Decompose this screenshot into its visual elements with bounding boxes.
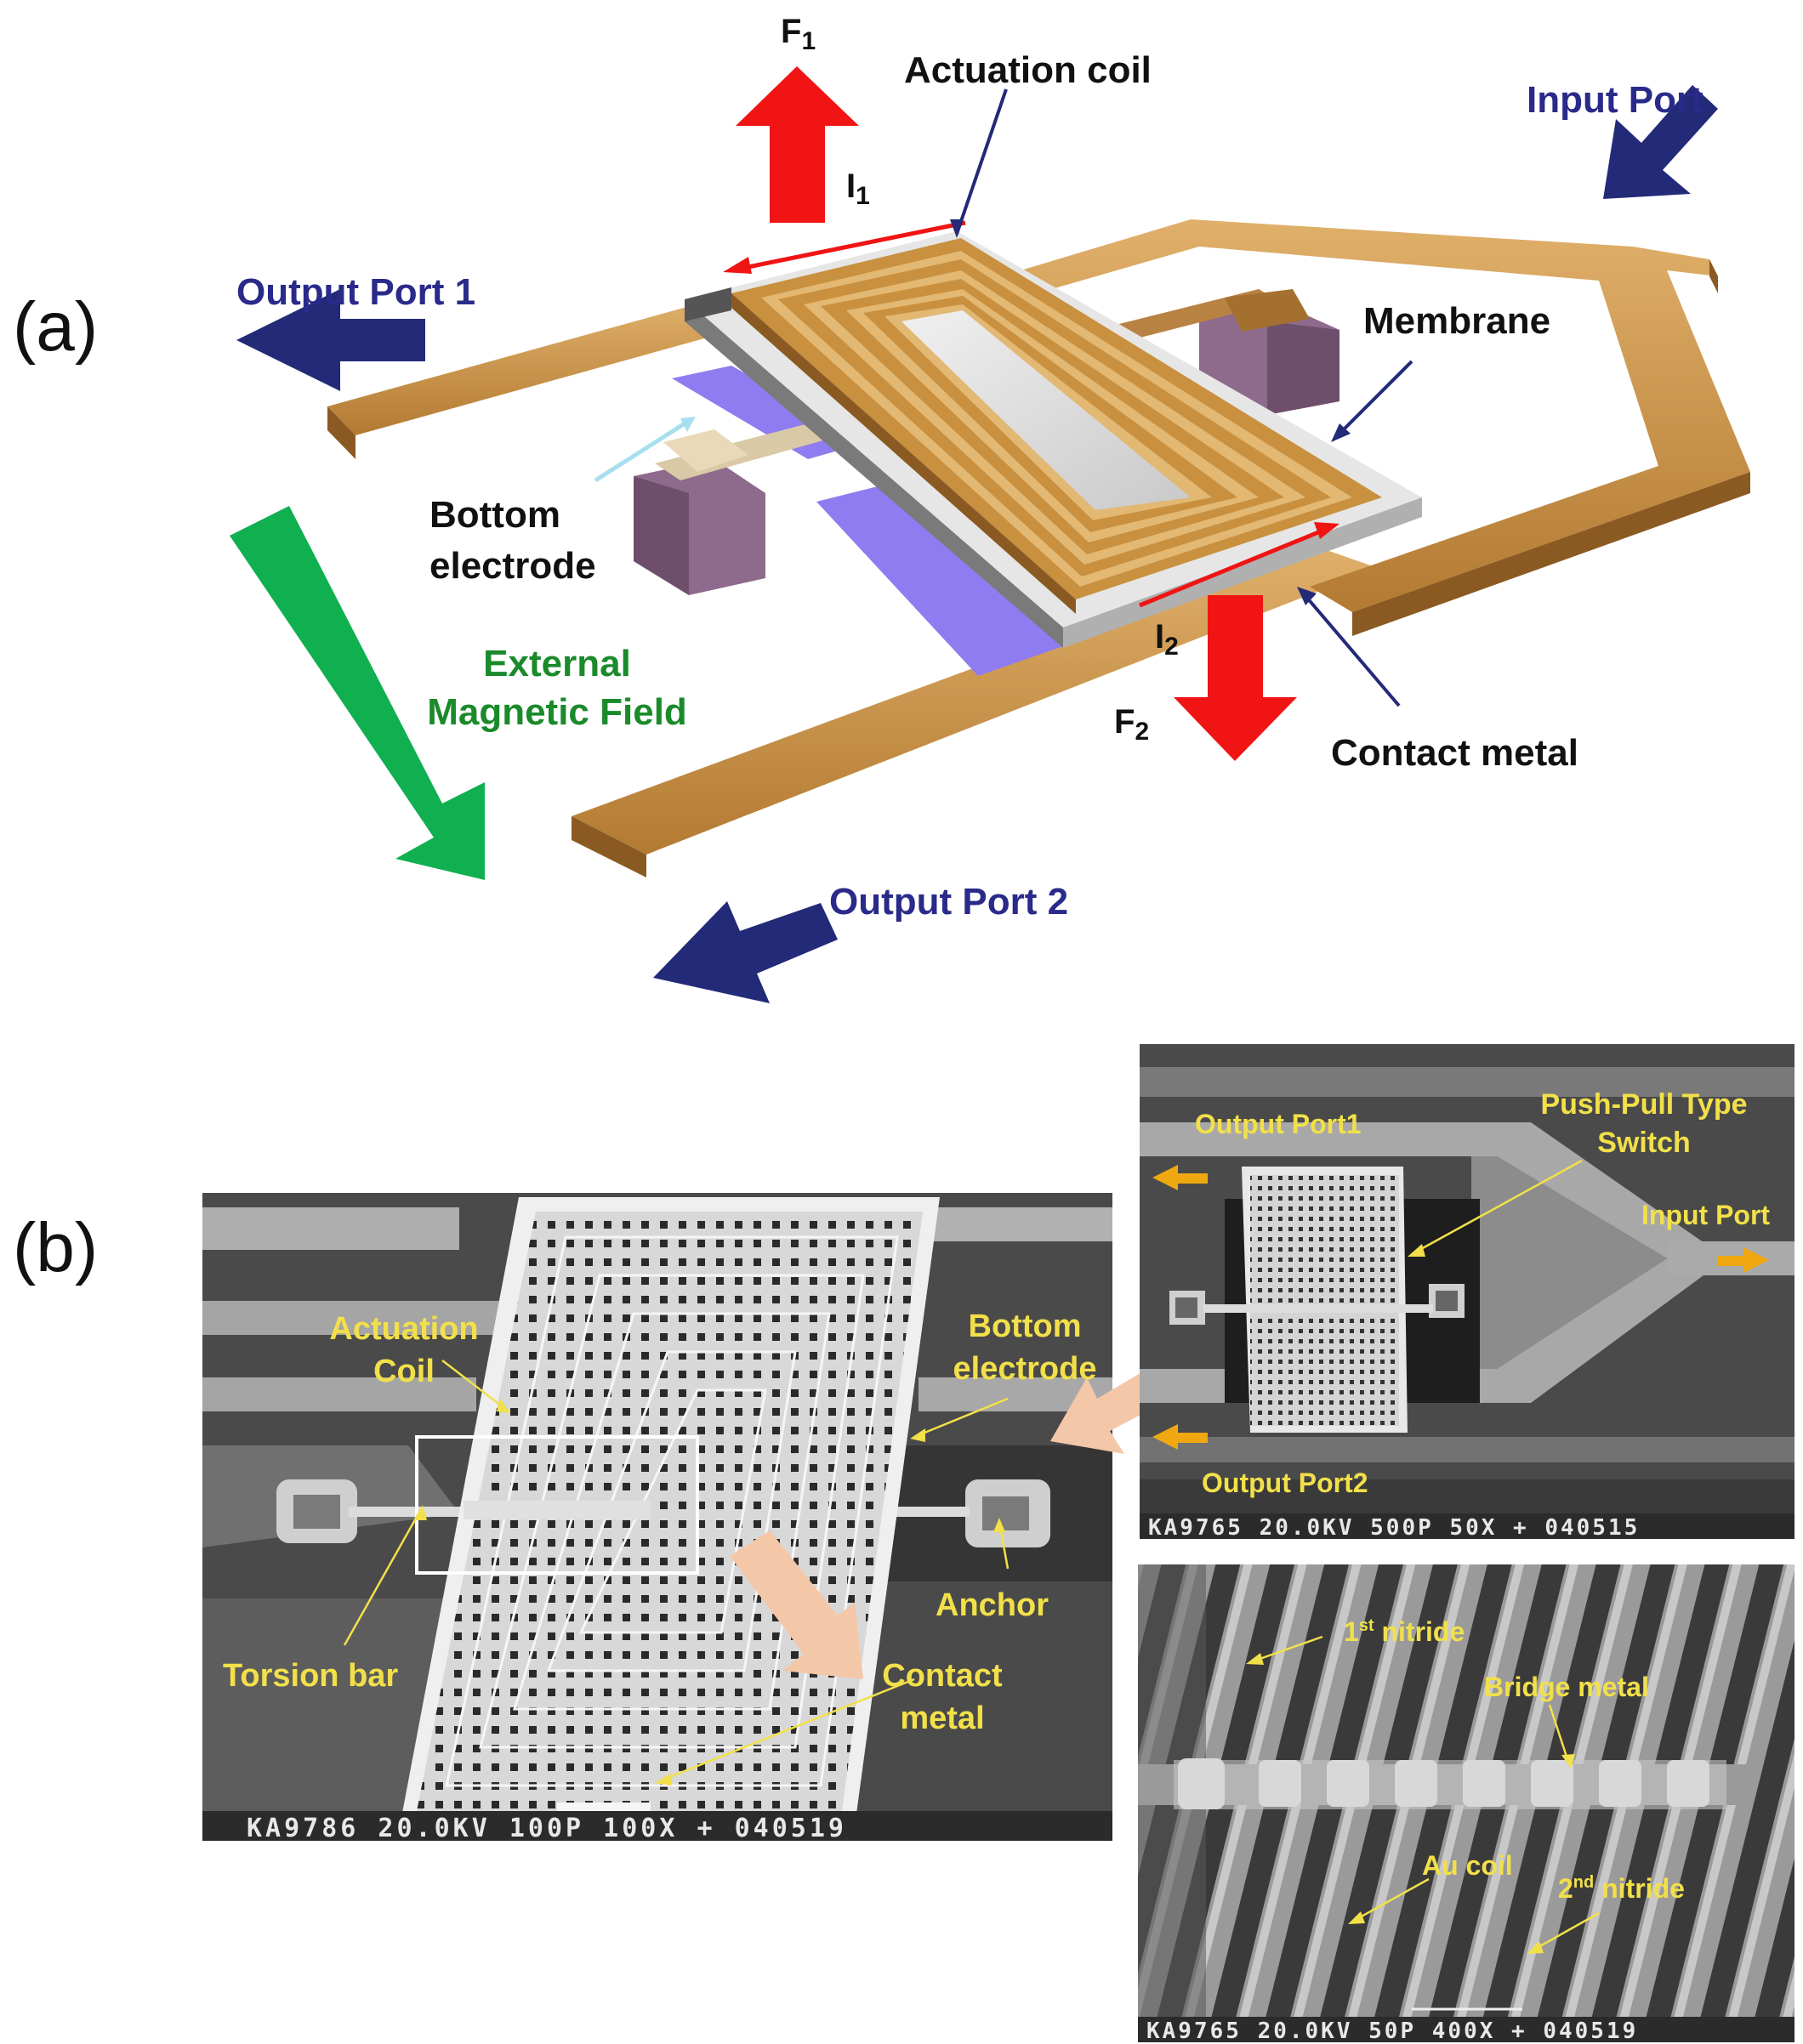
output-port-1-arrow	[236, 289, 425, 391]
force-arrow-up	[736, 66, 859, 223]
sem-top-image	[1140, 1044, 1794, 1539]
panel-label-b: (b)	[13, 1209, 98, 1286]
label-current-bottom: I2	[1155, 618, 1179, 661]
sem-bottom-footer-bar	[1138, 2017, 1794, 2042]
sem-bottom-label-au-coil: Au coil	[1422, 1850, 1513, 1881]
input-port-arrow	[1603, 85, 1718, 199]
pointer-actuation-coil	[955, 88, 1008, 235]
label-current-top: I1	[846, 167, 870, 210]
output-line-1	[327, 299, 765, 435]
output-line-2	[572, 544, 1378, 855]
label-contact-metal: Contact metal	[1331, 732, 1578, 774]
label-force-bottom: F2	[1114, 703, 1149, 746]
force-arrow-down	[1174, 595, 1297, 761]
sem-top-label-output-port-1: Output Port1	[1195, 1109, 1362, 1139]
output-port-2-arrow	[653, 901, 838, 1003]
sem-zoom-box	[415, 1435, 699, 1575]
zoom-arrow-bottom	[730, 1530, 863, 1679]
sem-top-footer: KA9765 20.0KV 500P 50X + 040515	[1148, 1515, 1640, 1541]
sem-bottom-label-2nd-nitride: 2nd nitride	[1558, 1873, 1685, 1904]
sem-main-image	[202, 1193, 1212, 1841]
actuation-coil	[731, 238, 1382, 614]
current-arrow-top	[731, 220, 966, 273]
sem-top-label-output-port-2: Output Port2	[1202, 1468, 1368, 1498]
sem-label-torsion-bar: Torsion bar	[223, 1658, 398, 1694]
label-output-port-2: Output Port 2	[829, 881, 1068, 923]
label-force-top: F1	[781, 13, 816, 55]
sem-top-label-input-port: Input Port	[1641, 1200, 1770, 1230]
current-arrow-bottom	[1139, 525, 1332, 608]
pointer-bottom-electrode	[594, 418, 691, 483]
input-line	[944, 219, 1750, 612]
label-output-port-1: Output Port 1	[236, 271, 475, 313]
sem-bottom-image	[1138, 1564, 1794, 2042]
sem-bottom-label-bridge-metal: Bridge metal	[1484, 1672, 1649, 1702]
sem-main-footer: KA9786 20.0KV 100P 100X + 040519	[247, 1814, 847, 1843]
pointer-membrane	[1334, 360, 1413, 440]
label-membrane: Membrane	[1363, 300, 1550, 342]
sem-bottom-footer: KA9765 20.0KV 50P 400X + 040519	[1146, 2018, 1638, 2044]
sem-top-footer-bar	[1140, 1513, 1794, 1539]
sem-bottom-label-1st-nitride: 1st nitride	[1344, 1616, 1465, 1647]
label-input-port: Input Port	[1527, 79, 1703, 121]
sem-label-anchor: Anchor	[936, 1587, 1049, 1623]
magnetic-field-arrow	[230, 506, 485, 880]
label-actuation-coil: Actuation coil	[904, 49, 1152, 91]
sem-main-footer-bar	[202, 1811, 1112, 1841]
panel-label-a: (a)	[13, 288, 98, 366]
bottom-electrode-lower	[816, 485, 1063, 676]
switch-diagram	[230, 66, 1750, 1003]
pointer-contact-metal	[1300, 589, 1401, 707]
